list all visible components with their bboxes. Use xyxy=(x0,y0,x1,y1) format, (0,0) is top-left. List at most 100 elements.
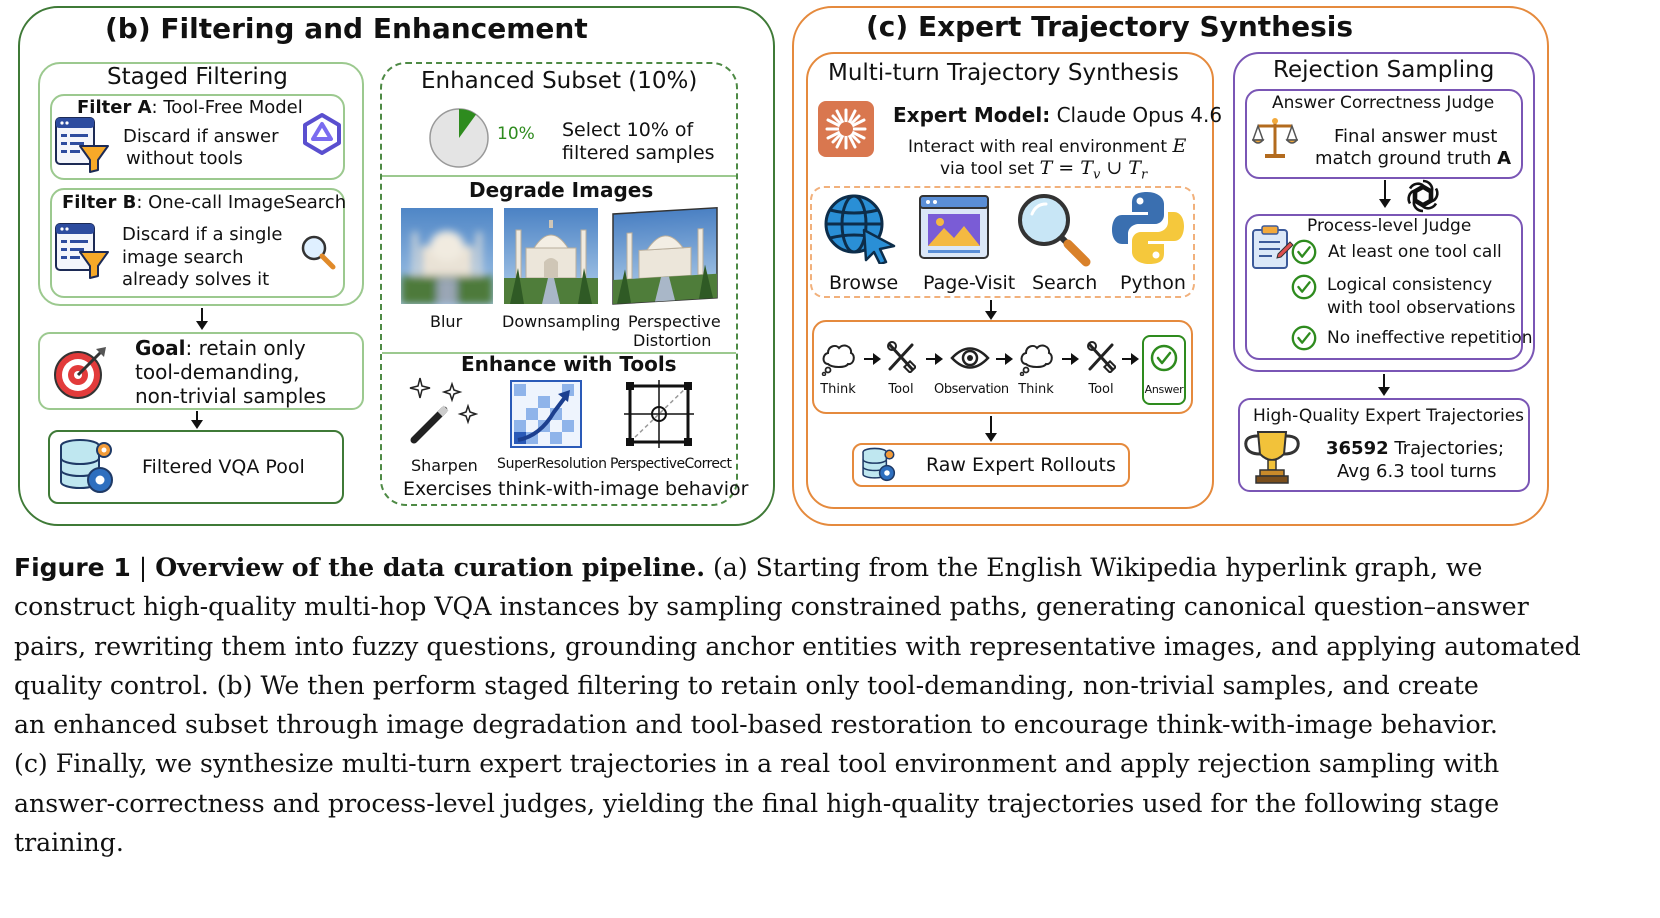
degrade-label-perspective: Perspective xyxy=(628,312,721,331)
blurred-image xyxy=(401,208,493,304)
toolset-sub-r: r xyxy=(1140,167,1148,183)
process-check-1: At least one tool call xyxy=(1328,242,1502,262)
panel-b-title: (b) Filtering and Enhancement xyxy=(105,12,588,45)
panel-filtering-enhancement xyxy=(18,6,775,526)
step-label-observation: Observation xyxy=(934,382,1009,397)
answer-judge-box xyxy=(1245,89,1523,179)
tools-icon xyxy=(887,341,916,373)
enhanced-subset-title: Enhanced Subset (10%) xyxy=(421,68,698,94)
database-gear-icon xyxy=(60,439,113,493)
caption-line-2: construct high-quality multi-hop VQA ins… xyxy=(14,592,1529,622)
downsampled-image xyxy=(504,208,598,304)
tool-label-search: Search xyxy=(1032,272,1098,294)
step-label-tool: Tool xyxy=(888,382,914,397)
claude-logo-icon xyxy=(818,101,874,157)
filter-b-label: Filter B xyxy=(62,192,137,213)
tool-label-python: Python xyxy=(1120,272,1186,294)
rejection-sampling-title: Rejection Sampling xyxy=(1273,57,1495,83)
multi-turn-title: Multi-turn Trajectory Synthesis xyxy=(828,60,1179,86)
eye-icon xyxy=(950,347,990,369)
filter-b-line3: already solves it xyxy=(122,269,270,290)
trajectory-steps-box xyxy=(812,320,1193,414)
magic-wand-icon xyxy=(409,377,478,444)
step-arrow xyxy=(1062,353,1079,365)
select-line2: filtered samples xyxy=(562,142,715,164)
database-gear-icon xyxy=(862,447,896,482)
expert-model-line: Expert Model: Claude Opus 4.6 xyxy=(893,103,1222,127)
toolset-formula: T = T xyxy=(1039,157,1093,179)
caption-title: Overview of the data curation pipeline. xyxy=(155,552,705,582)
check-circle-icon xyxy=(1291,274,1317,300)
goal-label: Goal xyxy=(135,336,186,360)
magnifier-icon xyxy=(301,235,336,270)
step-arrow xyxy=(926,353,943,365)
caption-line-8: training. xyxy=(14,828,124,858)
select-line1: Select 10% of xyxy=(562,119,694,141)
env-line1-text: Interact with real environment xyxy=(908,137,1173,157)
caption-line-1: Figure 1 | Overview of the data curation… xyxy=(14,548,1650,587)
degrade-label-downsampling: Downsampling xyxy=(502,312,621,331)
arrow-goal-to-pool xyxy=(191,411,203,429)
filter-a-heading: Filter A: Tool-Free Model xyxy=(77,97,303,118)
super-resolution-icon xyxy=(510,380,582,448)
panel-expert-trajectory-synthesis xyxy=(792,6,1549,526)
caption-line-4: quality control. (b) We then perform sta… xyxy=(14,670,1479,700)
goal-line1: Goal: retain only xyxy=(135,336,306,360)
caption-line-7: answer-correctness and process-level jud… xyxy=(14,788,1500,818)
answer-judge-line2-text: match ground truth xyxy=(1315,148,1498,169)
thought-bubble-icon xyxy=(821,344,855,376)
process-check-3: No ineffective repetition xyxy=(1327,328,1533,348)
filter-b-line2: image search xyxy=(122,247,244,268)
enhance-label-perspectivecorrect: PerspectiveCorrect xyxy=(610,456,732,472)
check-circle-icon xyxy=(1150,344,1178,372)
tool-label-browse: Browse xyxy=(829,272,899,294)
raw-expert-rollouts-label: Raw Expert Rollouts xyxy=(926,454,1116,476)
caption-separator: | xyxy=(130,553,156,582)
tool-label-page-visit: Page-Visit xyxy=(923,272,1016,294)
arrow-steps-to-raw xyxy=(985,416,997,442)
toolset-union: ∪ T xyxy=(1100,157,1141,179)
answer-judge-line2: match ground truth A xyxy=(1315,148,1511,169)
perspective-correct-icon xyxy=(624,380,694,448)
raw-expert-rollouts-box xyxy=(852,443,1130,487)
python-icon xyxy=(1112,192,1184,264)
tool-set-box xyxy=(810,186,1195,298)
divider xyxy=(382,175,736,177)
process-check-2a: Logical consistency xyxy=(1327,275,1493,295)
hq-count: 36592 xyxy=(1326,438,1389,459)
figure-label: Figure 1 xyxy=(14,553,131,582)
expert-model-label: Expert Model: xyxy=(893,103,1051,127)
enhance-label-superresolution: SuperResolution xyxy=(497,456,607,472)
caption-line-6: (c) Finally, we synthesize multi-turn ex… xyxy=(14,749,1500,779)
env-line2: via tool set T = Tv ∪ Tr xyxy=(940,157,1147,182)
filter-a-line1: Discard if answer xyxy=(123,126,279,147)
filter-b-box xyxy=(50,188,345,298)
step-arrow xyxy=(1122,353,1139,365)
degrade-images-title: Degrade Images xyxy=(469,178,654,202)
answer-judge-title: Answer Correctness Judge xyxy=(1272,93,1495,113)
pie-selected-slice xyxy=(459,109,477,138)
globe-cursor-icon xyxy=(824,194,896,264)
env-line1: Interact with real environment E xyxy=(908,135,1186,157)
document-filter-icon xyxy=(55,223,109,279)
panel-c-title: (c) Expert Trajectory Synthesis xyxy=(866,10,1354,43)
divider xyxy=(382,352,736,354)
answer-judge-line1: Final answer must xyxy=(1334,126,1498,147)
arrow-staged-to-goal xyxy=(196,308,208,330)
search-magnifier-icon xyxy=(1018,194,1091,267)
tools-icon xyxy=(1087,341,1116,373)
filter-b-text: : One-call ImageSearch xyxy=(136,192,347,213)
rejection-sampling-box xyxy=(1233,52,1535,372)
degrade-label-blur: Blur xyxy=(430,312,463,331)
step-arrow xyxy=(864,353,881,365)
balance-scale-icon xyxy=(1252,118,1298,158)
figure-caption: Figure 1 | Overview of the data curation… xyxy=(14,548,1650,862)
webpage-icon xyxy=(919,195,989,259)
multi-turn-synthesis-box xyxy=(806,52,1214,509)
process-judge-title: Process-level Judge xyxy=(1307,216,1472,236)
step-arrow xyxy=(996,353,1013,365)
ground-truth-symbol: A xyxy=(1497,148,1512,169)
filtered-vqa-pool-label: Filtered VQA Pool xyxy=(142,456,305,478)
caption-line-3: pairs, rewriting them into fuzzy questio… xyxy=(14,631,1581,661)
hq-count-unit: Trajectories; xyxy=(1388,438,1505,459)
